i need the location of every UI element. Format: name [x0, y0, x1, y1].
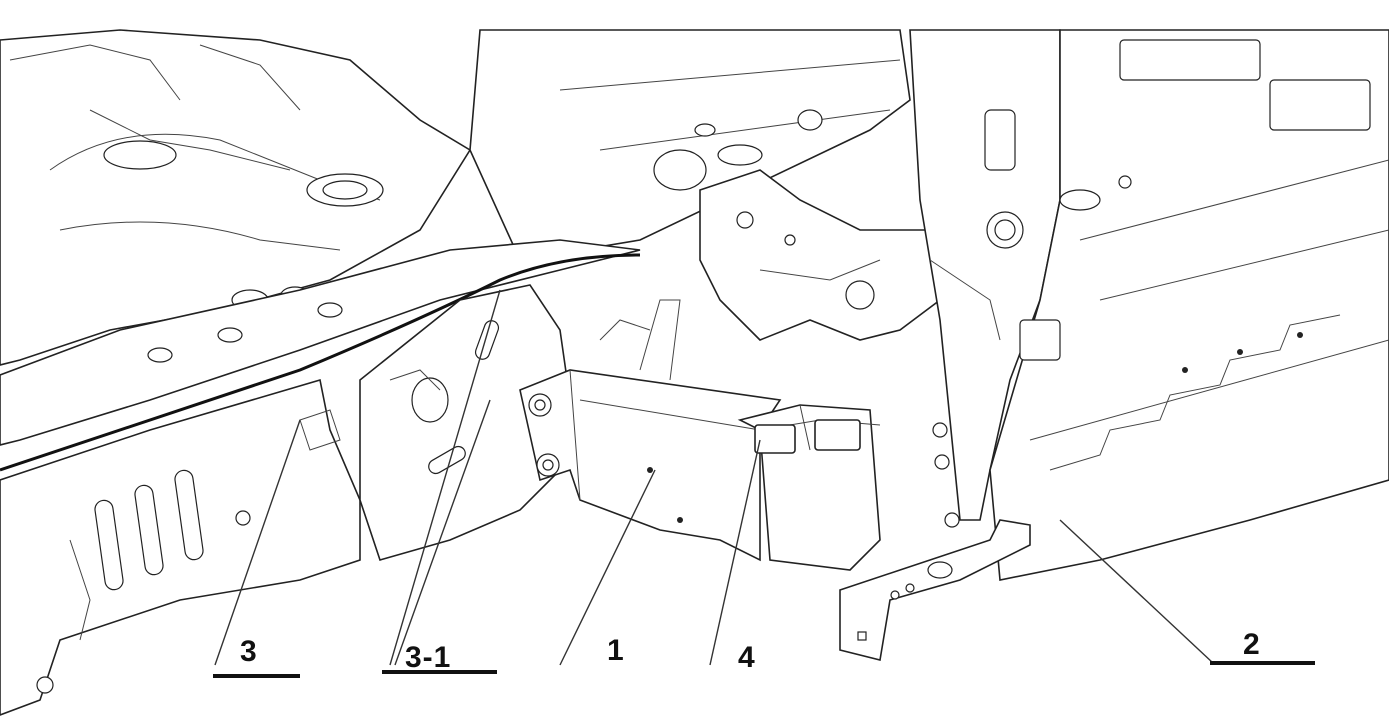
wheel-arch-inner — [359, 284, 571, 561]
label-underlines — [213, 661, 1315, 678]
floor-rocker-panel — [989, 29, 1389, 581]
callout-leaders — [214, 289, 1214, 666]
front-longitudinal — [0, 239, 641, 472]
label-part-2: 2 — [1243, 628, 1261, 661]
leader-part-4 — [709, 439, 761, 666]
label-part-4: 4 — [738, 641, 756, 674]
leader-part-3-1 — [389, 289, 501, 666]
square-tube-extension — [737, 404, 881, 571]
lower-front-rail — [0, 378, 361, 716]
upper-rail — [469, 29, 911, 261]
label-part-3: 3 — [240, 635, 258, 668]
hinge-pillar — [909, 29, 1061, 528]
label-part-1: 1 — [607, 634, 625, 667]
vertical-gusset — [699, 169, 941, 341]
lower-bracket — [839, 519, 1031, 661]
leader-part-2 — [1059, 519, 1214, 664]
leader-part-3-1-b — [394, 399, 491, 666]
leader-part-1 — [559, 469, 656, 666]
leader-part-3 — [214, 419, 301, 666]
bracket-box — [519, 299, 782, 562]
label-part-3-1: 3-1 — [405, 641, 452, 674]
